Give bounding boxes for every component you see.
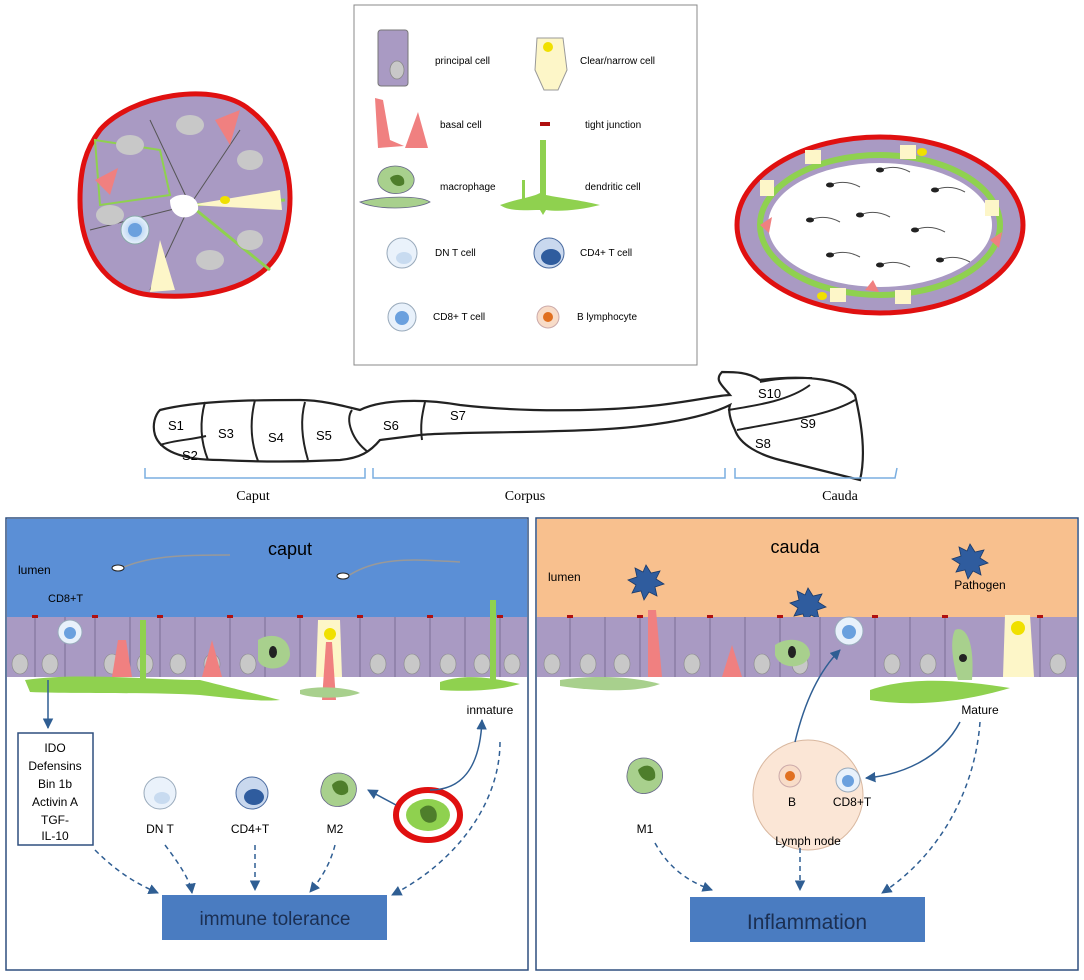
- legend-tight: tight junction: [585, 120, 641, 131]
- cauda-epithelium: [537, 610, 1077, 680]
- segment-s8: S8: [755, 436, 771, 451]
- caput-lumen: [7, 519, 527, 619]
- cauda-pathogen-label: Pathogen: [954, 578, 1005, 592]
- region-corpus: Corpus: [505, 489, 545, 504]
- lymph-node-label: Lymph node: [775, 834, 841, 848]
- caput-cross-section: [77, 91, 293, 299]
- cauda-cross-section: [734, 134, 1026, 316]
- cauda-title: cauda: [770, 537, 820, 557]
- legend-dendritic: dendritic cell: [585, 182, 641, 193]
- epididymis-outline: S1 S2 S3 S4 S5 S6 S7 S8 S9 S10: [152, 370, 864, 482]
- cauda-lumen-label: lumen: [548, 570, 581, 584]
- cauda-b: B: [788, 795, 796, 809]
- clear-cell-icon: [534, 37, 568, 91]
- legend-cd4-t: CD4+ T cell: [580, 248, 632, 259]
- legend-cd8-t: CD8+ T cell: [433, 312, 485, 323]
- factor-defensins: Defensins: [28, 759, 81, 773]
- legend-dn-t: DN T cell: [435, 248, 476, 259]
- factor-activin: Activin A: [32, 795, 78, 809]
- segment-s3: S3: [218, 426, 234, 441]
- caput-panel: caput lumen CD8+T: [5, 517, 529, 971]
- cauda-cd8: CD8+T: [833, 795, 872, 809]
- legend: principal cell Clear/narrow cell basal c…: [353, 4, 698, 366]
- caput-factor-box: [17, 732, 94, 846]
- factor-tgf: TGF-: [41, 813, 69, 827]
- region-caput: Caput: [236, 489, 270, 504]
- factor-ido: IDO: [44, 741, 65, 755]
- cauda-m1: M1: [637, 822, 654, 836]
- caput-lumen-label: lumen: [18, 563, 51, 577]
- caput-title: caput: [268, 539, 312, 559]
- segment-s2: S2: [182, 448, 198, 463]
- cauda-outcome: Inflammation: [747, 911, 867, 934]
- segment-s7: S7: [450, 408, 466, 423]
- legend-principal: principal cell: [435, 56, 490, 67]
- segment-s4: S4: [268, 430, 284, 445]
- immune-tolerance-box: [162, 895, 387, 940]
- caput-outcome: immune tolerance: [199, 909, 350, 930]
- factor-bin1b: Bin 1b: [38, 777, 72, 791]
- legend-clear: Clear/narrow cell: [580, 56, 655, 67]
- caput-m2: M2: [327, 822, 344, 836]
- legend-basal: basal cell: [440, 120, 482, 131]
- segment-s5: S5: [316, 428, 332, 443]
- inflammation-box: [690, 897, 925, 942]
- region-brackets: [144, 467, 898, 479]
- segment-s10: S10: [758, 386, 781, 401]
- segment-s9: S9: [800, 416, 816, 431]
- legend-macrophage: macrophage: [440, 182, 496, 193]
- region-cauda: Cauda: [822, 489, 859, 504]
- cauda-panel: cauda lumen Pathogen: [535, 517, 1079, 971]
- cauda-mature: Mature: [961, 703, 999, 717]
- caput-immature: inmature: [467, 703, 514, 717]
- caput-cd4-t: CD4+T: [231, 822, 270, 836]
- legend-b-lymph: B lymphocyte: [577, 312, 637, 323]
- basal-cell-icon: [375, 98, 404, 148]
- caput-dn-t: DN T: [146, 822, 174, 836]
- factor-il10: IL-10: [41, 829, 69, 843]
- segment-s1: S1: [168, 418, 184, 433]
- lymph-node: [752, 739, 864, 851]
- segment-s6: S6: [383, 418, 399, 433]
- tight-junction-icon: [540, 122, 550, 126]
- dendritic-cell-icon: [500, 140, 600, 215]
- caput-cd8-label: CD8+T: [48, 593, 83, 605]
- pathogen-icon: [627, 543, 989, 624]
- caput-epithelium: [7, 600, 527, 700]
